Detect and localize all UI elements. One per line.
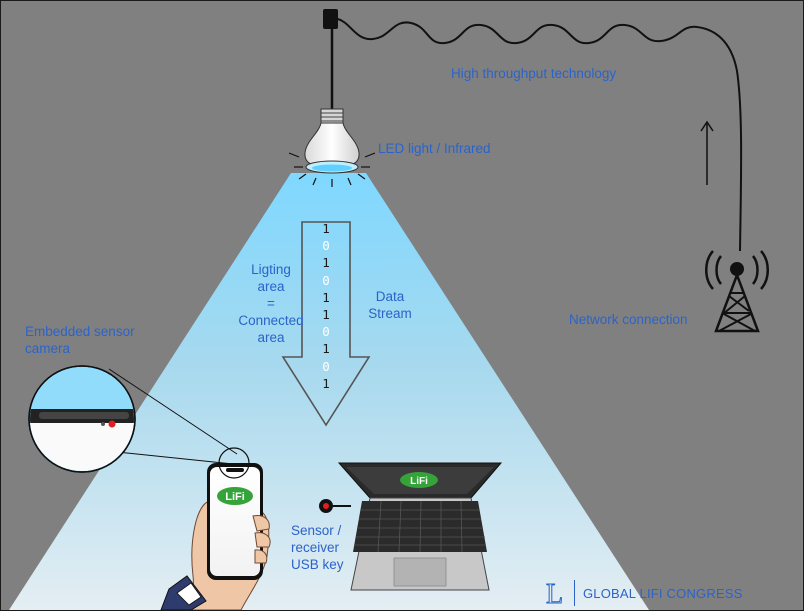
phone-lifi-logo: LiFi: [225, 491, 245, 503]
data-bit: 1: [322, 341, 330, 357]
data-bit: 0: [322, 238, 330, 254]
light-beam: [9, 173, 649, 610]
data-stream-line: Data: [375, 289, 405, 304]
embedded-sensor-line: camera: [25, 341, 71, 356]
brand-logo: L GLOBAL LIFI CONGRESS: [544, 578, 743, 608]
data-stream-line: Stream: [368, 306, 412, 321]
sensor-zoom-inset: [28, 365, 238, 473]
led-light-label: LED light / Infrared: [378, 141, 491, 156]
laptop-lifi-logo: LiFi: [410, 476, 428, 487]
data-bit: 1: [322, 255, 330, 271]
data-bit: 1: [322, 289, 330, 305]
usb-sensor-icon: [319, 499, 351, 513]
laptop-icon: LiFi: [337, 462, 503, 591]
data-bit: 1: [322, 221, 330, 236]
brand-logo-letter: L: [546, 579, 563, 607]
binary-data-stream: 1 0 1 0 1 1 0 1 0 1: [317, 220, 335, 392]
lighting-area-line: Ligting: [251, 262, 291, 277]
arrow-up-icon: [700, 120, 714, 185]
network-cable: [337, 18, 743, 252]
lighting-area-line: area: [257, 279, 285, 294]
lighting-area-line: area: [257, 330, 285, 345]
data-bit: 1: [322, 375, 330, 391]
high-throughput-label: High throughput technology: [451, 66, 617, 81]
sensor-receiver-label: Sensor / receiver USB key: [291, 522, 344, 573]
antenna-tower-icon: [705, 250, 769, 333]
data-bit: 0: [322, 272, 330, 288]
brand-divider: [574, 580, 575, 606]
power-adapter-icon: [323, 9, 338, 29]
sensor-receiver-line: Sensor /: [291, 523, 342, 538]
data-arrow-icon: [281, 221, 371, 427]
brand-name: GLOBAL LIFI CONGRESS: [583, 585, 743, 601]
brand-logo-mark: L: [546, 579, 564, 607]
data-bit: 0: [322, 324, 330, 340]
sensor-receiver-line: receiver: [291, 540, 340, 555]
network-connection-label: Network connection: [569, 312, 688, 327]
data-bit: 0: [322, 358, 330, 374]
embedded-sensor-line: Embedded sensor: [25, 324, 135, 339]
data-bit: 1: [322, 307, 330, 323]
lighting-area-label: Ligting area = Connected area: [233, 261, 309, 346]
embedded-sensor-label: Embedded sensor camera: [25, 323, 135, 357]
led-bulb-icon: [288, 108, 376, 187]
data-stream-label: Data Stream: [363, 288, 417, 322]
lighting-area-line: =: [267, 296, 275, 311]
sensor-receiver-line: USB key: [291, 557, 344, 572]
lighting-area-line: Connected: [238, 313, 304, 328]
smartphone-icon: LiFi: [207, 447, 271, 580]
